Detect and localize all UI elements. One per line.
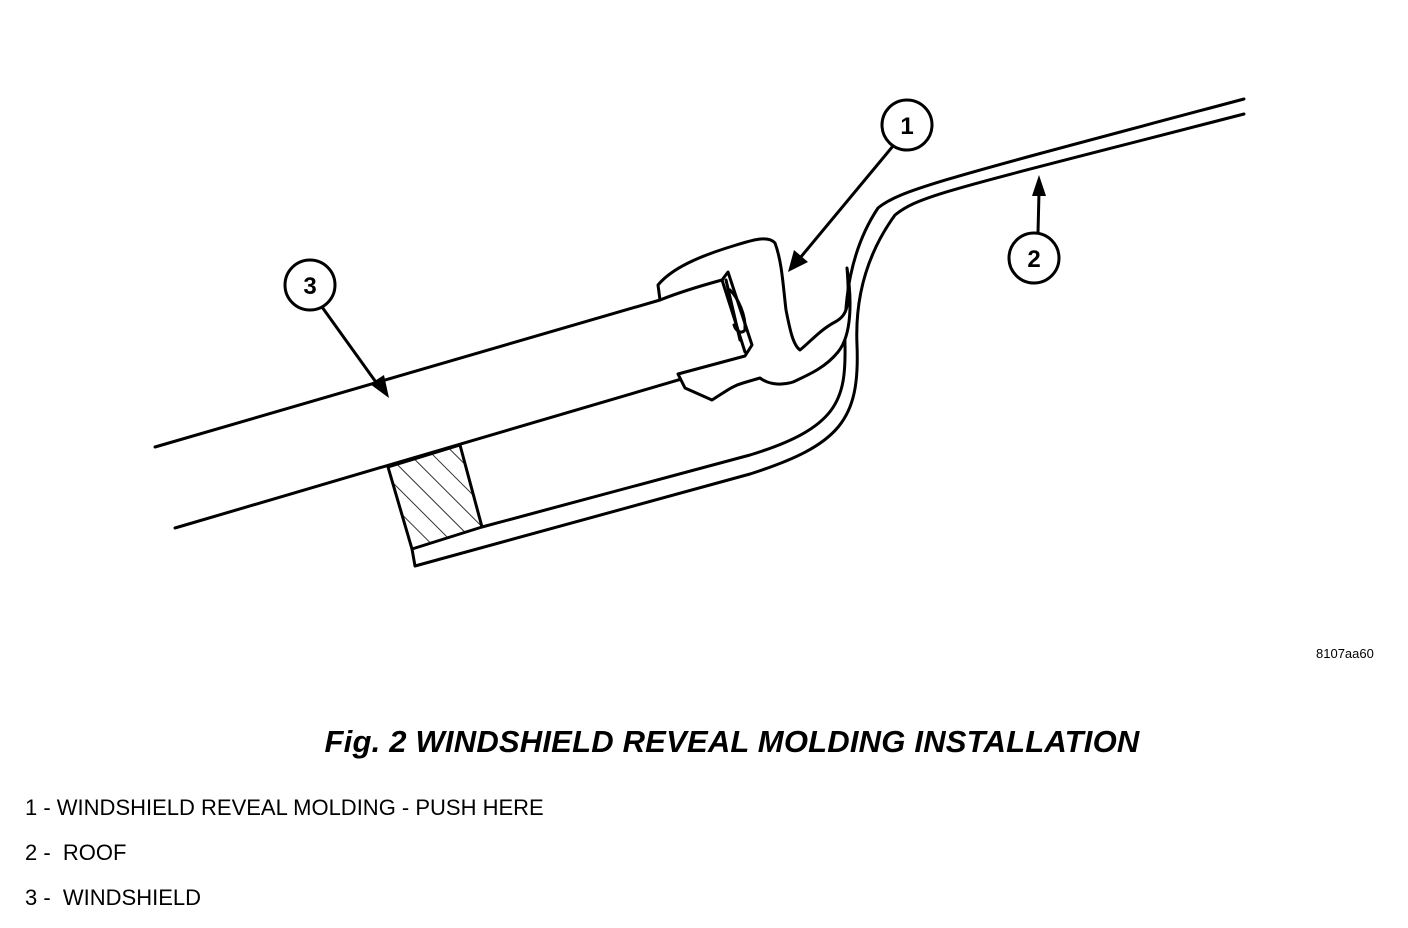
callout-legend: 1 - WINDSHIELD REVEAL MOLDING - PUSH HER… bbox=[25, 793, 544, 928]
callout-circle-1: 1 bbox=[880, 98, 934, 152]
roof-panel bbox=[410, 97, 1246, 568]
legend-item-2: 2 - ROOF bbox=[25, 840, 127, 865]
svg-text:2: 2 bbox=[1027, 246, 1040, 273]
leader-arrow-2 bbox=[1032, 175, 1046, 234]
reveal-molding bbox=[656, 237, 852, 402]
svg-text:1: 1 bbox=[900, 113, 913, 140]
callout-circle-2: 2 bbox=[1007, 231, 1061, 285]
legend-item-1: 1 - WINDSHIELD REVEAL MOLDING - PUSH HER… bbox=[25, 795, 544, 820]
figure-caption: Fig. 2 WINDSHIELD REVEAL MOLDING INSTALL… bbox=[324, 724, 1140, 759]
legend-item-3: 3 - WINDSHIELD bbox=[25, 885, 202, 910]
leader-arrow-1 bbox=[788, 145, 895, 272]
svg-text:3: 3 bbox=[303, 273, 316, 300]
figure-code: 8107aa60 bbox=[1316, 646, 1374, 661]
leader-arrow-3 bbox=[320, 306, 389, 398]
callout-circle-3: 3 bbox=[283, 258, 337, 312]
